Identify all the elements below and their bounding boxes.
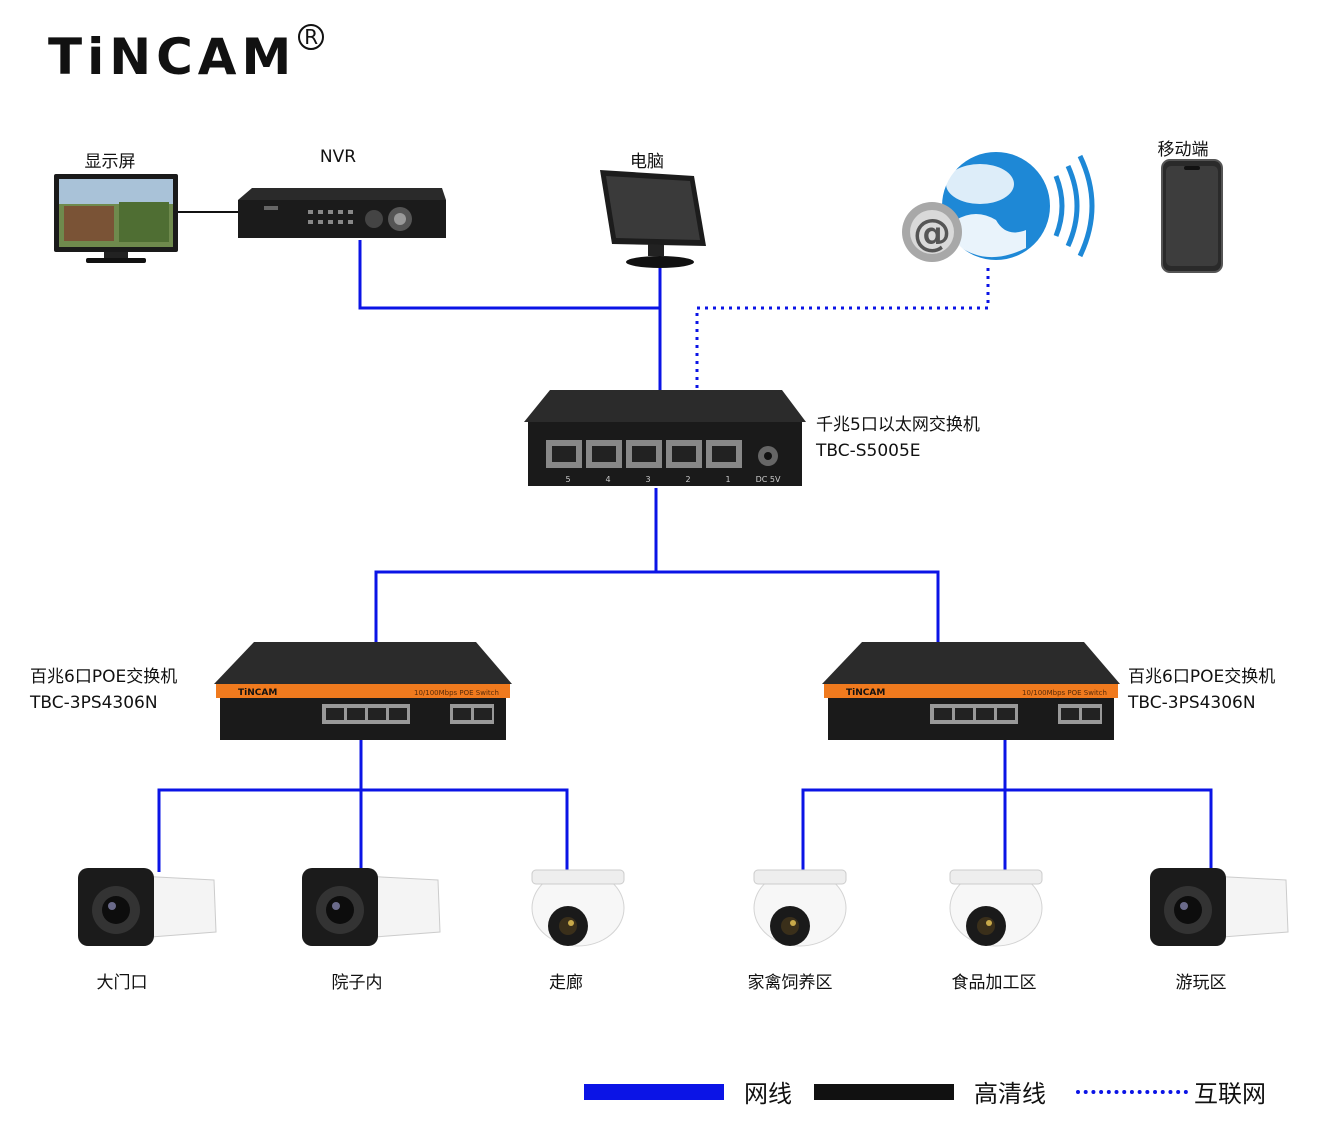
lan-wire-trunk [374,570,940,642]
core-switch-name: 千兆5口以太网交换机 [816,415,980,435]
lan-wire-nvr [358,240,660,310]
legend-lan-label: 网线 [744,1080,792,1108]
core-port-4-label: 4 [605,475,610,484]
core-switch-model: TBC-S5005E [816,441,921,461]
internet-globe-icon: @ [896,150,1106,278]
camera-label-4: 家禽饲养区 [747,973,833,993]
pc-label: 电脑 [630,152,664,172]
core-port-5-label: 5 [565,475,570,484]
dome-camera-2-icon [744,868,848,960]
dome-camera-3-icon [940,868,1044,960]
poe-right-name: 百兆6口POE交换机 [1128,667,1276,687]
poe-right-badge: TiNCAM [846,688,885,698]
poe-switch-left-icon: TiNCAM 10/100Mbps POE Switch [214,640,514,748]
nvr-icon [238,188,448,246]
legend-internet-label: 互联网 [1194,1080,1266,1108]
svg-text:@: @ [913,211,951,255]
pc-monitor-icon [598,168,708,276]
poe-switch-right-icon: TiNCAM 10/100Mbps POE Switch [822,640,1122,748]
bullet-camera-2-icon [292,862,444,954]
mobile-label: 移动端 [1157,140,1209,160]
mobile-phone-icon [1160,158,1224,278]
monitor-label: 显示屏 [84,152,136,172]
legend-lan-swatch [584,1084,724,1100]
camera-label-6: 游玩区 [1175,973,1227,993]
camera-label-3: 走廊 [549,973,583,993]
core-power-label: DC 5V [756,475,781,484]
dome-camera-1-icon [522,868,626,960]
legend-internet-swatch [1076,1090,1188,1094]
lan-wire-left-bus [157,788,569,872]
core-port-2-label: 2 [685,475,690,484]
legend-hd-swatch [814,1084,954,1100]
internet-wire [695,268,990,390]
bullet-camera-3-icon [1140,862,1292,954]
poe-left-strip: 10/100Mbps POE Switch [414,689,499,697]
poe-right-strip: 10/100Mbps POE Switch [1022,689,1107,697]
monitor-icon [54,174,180,270]
poe-right-model: TBC-3PS4306N [1128,693,1256,713]
poe-left-badge: TiNCAM [238,688,277,698]
bullet-camera-1-icon [68,862,220,954]
camera-label-5: 食品加工区 [951,973,1037,993]
camera-label-1: 大门口 [96,973,148,993]
core-switch-icon: 5 4 3 2 1 DC 5V [524,388,806,494]
core-port-3-label: 3 [645,475,650,484]
brand-name: TiNCAM [48,28,297,86]
lan-wire-right-bus [801,788,1213,872]
camera-label-2: 院子内 [331,973,383,993]
legend-hd-label: 高清线 [974,1080,1046,1108]
poe-left-model: TBC-3PS4306N [30,693,158,713]
poe-left-name: 百兆6口POE交换机 [30,667,178,687]
registered-mark: R [298,24,325,50]
core-port-1-label: 1 [725,475,730,484]
nvr-label: NVR [319,147,357,167]
